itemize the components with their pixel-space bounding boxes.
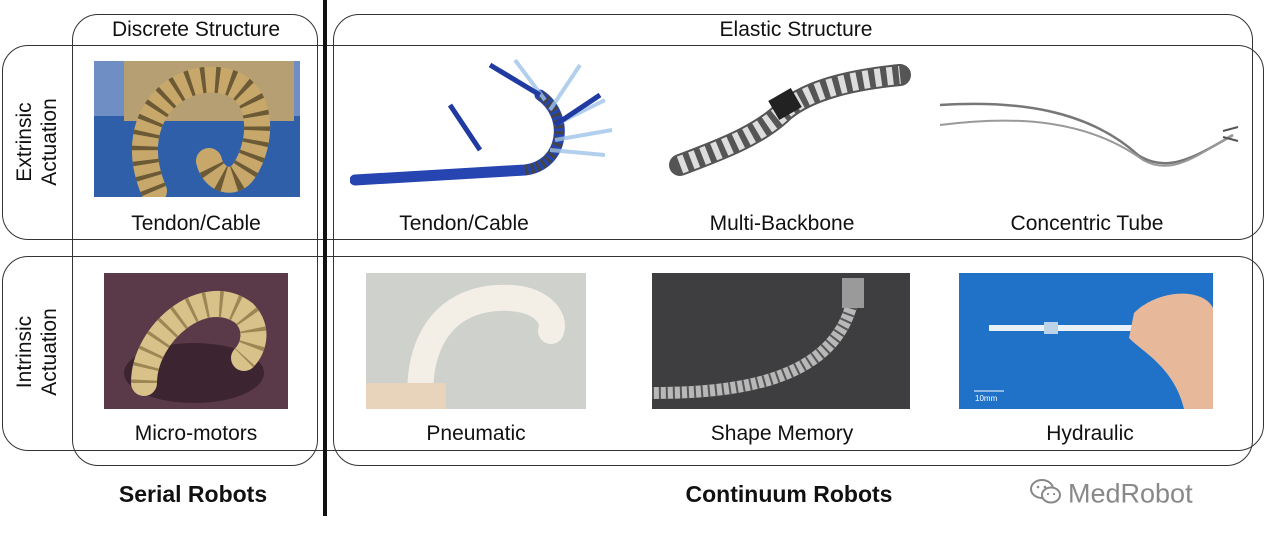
caption-shape-memory: Shape Memory (710, 422, 854, 445)
wechat-icon (1030, 478, 1062, 513)
watermark-text: MedRobot (1068, 478, 1193, 509)
caption-serial-tendon: Tendon/Cable (131, 212, 261, 235)
discrete-structure-header: Discrete Structure (111, 18, 281, 41)
caption-pneumatic: Pneumatic (426, 422, 526, 445)
caption-micro-motors: Micro-motors (134, 422, 258, 445)
multi-backbone-image (660, 55, 915, 185)
extrinsic-label-line2: Actuation (38, 98, 61, 186)
extrinsic-label-line1: Extrinsic (13, 102, 36, 182)
discrete-structure-column (72, 14, 318, 466)
caption-multi-backbone: Multi-Backbone (709, 212, 855, 235)
extrinsic-actuation-label: Extrinsic Actuation (12, 98, 62, 186)
serial-tendon-image (94, 61, 300, 197)
pneumatic-image (366, 273, 586, 409)
micro-motors-image (104, 273, 288, 409)
extrinsic-actuation-row (2, 45, 1264, 240)
shape-memory-image (652, 273, 910, 409)
hydraulic-scale-label: 10mm (975, 394, 998, 403)
intrinsic-actuation-label: Intrinsic Actuation (12, 308, 62, 396)
intrinsic-actuation-row (2, 256, 1264, 451)
intrinsic-label-line1: Intrinsic (13, 315, 36, 389)
caption-hydraulic: Hydraulic (1046, 422, 1134, 445)
medrobot-watermark: MedRobot (1030, 478, 1193, 513)
intrinsic-label-line2: Actuation (38, 308, 61, 396)
elastic-structure-header: Elastic Structure (719, 18, 873, 41)
concentric-tube-image (938, 95, 1243, 185)
continuum-robots-label: Continuum Robots (685, 481, 893, 507)
caption-concentric-tube: Concentric Tube (1010, 212, 1164, 235)
serial-robots-label: Serial Robots (118, 481, 268, 507)
hydraulic-image: 10mm (959, 273, 1213, 409)
continuum-tendon-image (350, 55, 625, 190)
elastic-structure-column (333, 14, 1253, 466)
caption-continuum-tendon: Tendon/Cable (399, 212, 529, 235)
serial-continuum-divider (323, 0, 327, 516)
